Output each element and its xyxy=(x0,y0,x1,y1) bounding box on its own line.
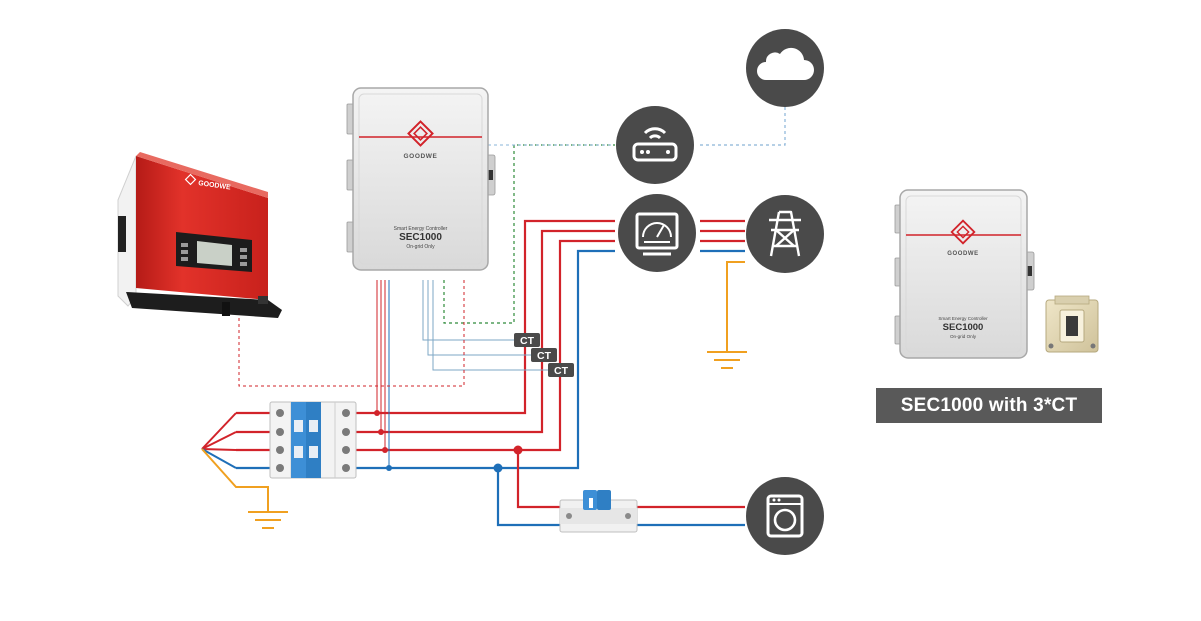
ct-label-2: CT xyxy=(531,348,557,362)
controller-side-logo-icon xyxy=(950,219,976,245)
pylon-icon xyxy=(746,195,824,273)
load-phase-wire xyxy=(516,450,560,509)
phase-wire-l3 xyxy=(356,239,615,452)
inverter-logo-icon xyxy=(184,173,197,186)
controller-main-model: SEC1000 xyxy=(399,232,442,243)
cloud-icon xyxy=(746,29,824,107)
ct-wire-2 xyxy=(427,280,531,356)
junction-dot-n xyxy=(386,465,392,471)
controller-logo-icon xyxy=(407,120,434,147)
controller-side-mode: On-grid Only xyxy=(950,334,977,339)
neutral-wire-meter xyxy=(356,249,615,470)
wifi-line-router-cloud xyxy=(700,107,786,146)
wiring xyxy=(201,107,786,527)
load-neutral-wire xyxy=(496,468,560,527)
meter-icon xyxy=(618,194,696,272)
ground-icon xyxy=(248,511,288,529)
inverter-wire-3 xyxy=(201,448,237,451)
comm-line-controller-router xyxy=(443,144,615,324)
phase-wire-l2 xyxy=(356,229,615,434)
controller-main-subtitle: Smart Energy Controller xyxy=(394,226,448,232)
caption-text: SEC1000 with 3*CT xyxy=(900,394,1078,416)
ct-wire-1 xyxy=(422,280,514,341)
ct-label-1: CT xyxy=(514,333,540,347)
grid-earth-wire xyxy=(726,261,745,352)
ct-clamp xyxy=(1045,295,1099,353)
comm-line-inverter-controller xyxy=(238,280,465,387)
controller-side-brand: GOODWE xyxy=(947,251,979,257)
ct-wire-3 xyxy=(432,280,548,371)
junction-dot-l1 xyxy=(374,410,380,416)
controller-side-subtitle: Smart Energy Controller xyxy=(938,316,988,321)
controller-main: GOODWE Smart Energy Controller SEC1000 O… xyxy=(346,87,496,271)
caption-bar: SEC1000 with 3*CT xyxy=(876,388,1102,423)
ct-label-3-text: CT xyxy=(554,365,569,377)
router-icon xyxy=(616,106,694,184)
washing-machine-icon xyxy=(746,477,824,555)
load-breaker xyxy=(559,490,638,533)
ct-label-3: CT xyxy=(548,363,574,377)
junction-dot-l2 xyxy=(378,429,384,435)
ct-label-2-text: CT xyxy=(537,350,552,362)
inverter-wire-n xyxy=(201,448,237,469)
grid-ground-icon xyxy=(707,351,747,369)
controller-main-mode: On-grid Only xyxy=(406,244,435,250)
inverter-wire-1 xyxy=(201,412,237,450)
junction-dot-load-neutral xyxy=(493,463,503,473)
controller-side: GOODWE Smart Energy Controller SEC1000 O… xyxy=(894,189,1035,359)
inverter: GOODWE xyxy=(117,152,282,318)
phase-wire-l1 xyxy=(356,219,615,415)
junction-dot-l3 xyxy=(382,447,388,453)
controller-side-model: SEC1000 xyxy=(943,322,984,333)
inverter-wire-2 xyxy=(201,431,237,450)
inverter-earth-wire xyxy=(201,448,269,512)
main-breaker xyxy=(269,401,357,479)
inverter-brand: GOODWE xyxy=(198,180,232,192)
junction-dot-load-phase xyxy=(513,445,523,455)
ct-label-1-text: CT xyxy=(520,335,535,347)
controller-main-brand: GOODWE xyxy=(404,153,438,160)
